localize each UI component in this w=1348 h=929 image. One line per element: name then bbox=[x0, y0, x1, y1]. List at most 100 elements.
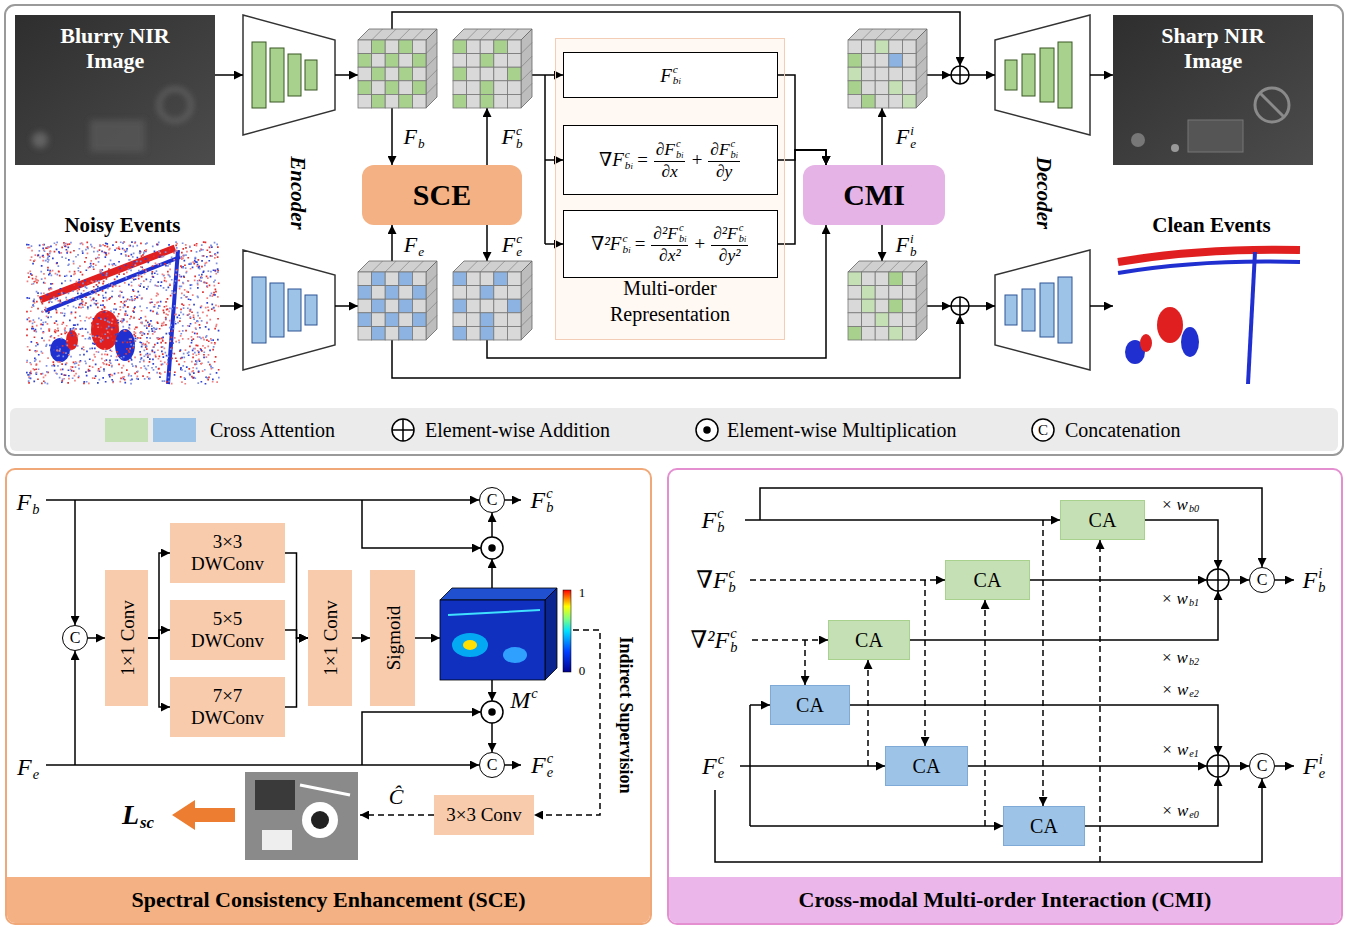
event-image: Noisy Events bbox=[25, 212, 220, 385]
cube-grid bbox=[385, 261, 396, 272]
drawing-rect bbox=[1040, 283, 1054, 337]
subscript-slot bbox=[531, 700, 537, 714]
math-symbol: ∂y bbox=[716, 163, 732, 180]
formula-box: ∇Fcbi=∂Fcbi∂x+∂Fcbi∂y bbox=[563, 125, 778, 195]
event-image: Clean Events bbox=[1113, 212, 1310, 385]
subscript: b bbox=[1318, 579, 1325, 595]
superscript: c bbox=[729, 565, 735, 581]
drawing-path bbox=[545, 243, 563, 245]
cube-grid bbox=[426, 315, 437, 326]
cube-cell bbox=[412, 326, 426, 340]
math-label: 0 bbox=[578, 664, 587, 677]
superscript: i bbox=[910, 231, 914, 246]
superscript-slot: i bbox=[910, 232, 917, 245]
superscript-slot bbox=[418, 232, 424, 245]
math-label: Indirect Supervision bbox=[617, 635, 635, 794]
node-label: Blurry NIR Image bbox=[50, 23, 180, 74]
cube-cell bbox=[399, 286, 413, 300]
script-stack: cbi bbox=[673, 64, 681, 87]
math-term: Encoder bbox=[287, 156, 308, 230]
drawing-circle bbox=[1255, 88, 1289, 122]
drawing-rect bbox=[1040, 48, 1054, 102]
cube-cell bbox=[902, 299, 916, 313]
math-symbol: ∇F bbox=[696, 568, 727, 592]
node-label: 1×1 Conv bbox=[321, 600, 340, 676]
drawing-path bbox=[760, 488, 1262, 567]
math-term: × wb1 bbox=[1161, 588, 1199, 608]
drawing-polygon bbox=[243, 15, 335, 135]
drawing-g bbox=[215, 12, 1113, 378]
superscript-slot: c bbox=[730, 626, 737, 640]
drawing-path bbox=[74, 651, 76, 765]
drawing-path bbox=[491, 559, 493, 588]
math-symbol: F bbox=[660, 66, 672, 85]
cube-cell bbox=[399, 81, 413, 95]
cube-grid bbox=[467, 29, 478, 40]
denominator: ∂x² bbox=[659, 246, 681, 264]
superscript: i bbox=[1319, 751, 1323, 767]
drawing-rect bbox=[15, 15, 215, 165]
cube-cell bbox=[889, 313, 903, 327]
drawing-path bbox=[1030, 579, 1207, 581]
process-box: 3×3 DWConv bbox=[170, 523, 285, 583]
superscript-slot bbox=[1189, 494, 1199, 504]
event-noise bbox=[26, 241, 219, 384]
cube-cell bbox=[494, 286, 508, 300]
process-box: CA bbox=[885, 746, 968, 786]
script-stack: ib bbox=[910, 232, 917, 258]
math-symbol: F bbox=[702, 754, 717, 778]
cube-cell bbox=[358, 326, 372, 340]
superscript-slot: c bbox=[622, 233, 630, 244]
cube-cell bbox=[480, 286, 494, 300]
subscript-slot: bi bbox=[676, 150, 683, 160]
subscript-slot: b bbox=[730, 640, 737, 654]
event-noise bbox=[26, 241, 219, 384]
cube-grid bbox=[426, 302, 437, 313]
drawing-path bbox=[749, 705, 751, 826]
cube-cell bbox=[848, 313, 862, 327]
cube-cell bbox=[875, 40, 889, 54]
cube-cell bbox=[358, 40, 372, 54]
script-stack: cb bbox=[730, 626, 737, 655]
cube-grid bbox=[916, 56, 927, 67]
cube-cell bbox=[480, 272, 494, 286]
superscript: c bbox=[679, 222, 684, 233]
drawing-rect bbox=[270, 283, 284, 337]
drawing-circle bbox=[1207, 755, 1229, 777]
superscript: i bbox=[1318, 565, 1322, 581]
math-label: Fib bbox=[1302, 566, 1327, 595]
cube-grid bbox=[426, 70, 437, 81]
drawing-rect bbox=[1022, 54, 1035, 96]
subscript: b bbox=[729, 579, 736, 595]
math-term: × we2 bbox=[1161, 679, 1199, 699]
drawing-ellipse bbox=[1140, 334, 1152, 352]
cube-cell bbox=[372, 286, 386, 300]
cube-grid bbox=[385, 29, 396, 40]
drawing-path bbox=[1248, 252, 1255, 384]
math-symbol: C bbox=[1038, 423, 1048, 438]
math-symbol: ∇²F bbox=[691, 628, 730, 652]
superscript: c bbox=[673, 63, 678, 75]
drawing-path bbox=[1118, 261, 1300, 273]
cube-cell bbox=[467, 54, 481, 68]
cube-cell bbox=[875, 313, 889, 327]
cube-cell bbox=[412, 81, 426, 95]
cube-cell bbox=[875, 67, 889, 81]
node-label: 7×7 DWConv bbox=[188, 685, 268, 729]
subscript: b bbox=[516, 136, 523, 151]
math-label: Ĉ bbox=[388, 786, 405, 808]
cube-grid bbox=[494, 261, 505, 272]
math-term: Fib bbox=[895, 232, 916, 258]
superscript-slot: c bbox=[679, 223, 686, 233]
cube-cell bbox=[507, 286, 521, 300]
script-stack: b bbox=[32, 488, 39, 517]
math-label: Fe bbox=[16, 753, 40, 782]
cube-grid bbox=[521, 302, 532, 313]
cube-cell bbox=[358, 54, 372, 68]
node-label: Noisy Events bbox=[64, 214, 180, 237]
superscript: c bbox=[531, 685, 537, 701]
cube-cell bbox=[399, 54, 413, 68]
drawing-path bbox=[486, 225, 488, 261]
cube-side bbox=[521, 29, 532, 108]
math-symbol: ∂x bbox=[661, 163, 677, 180]
